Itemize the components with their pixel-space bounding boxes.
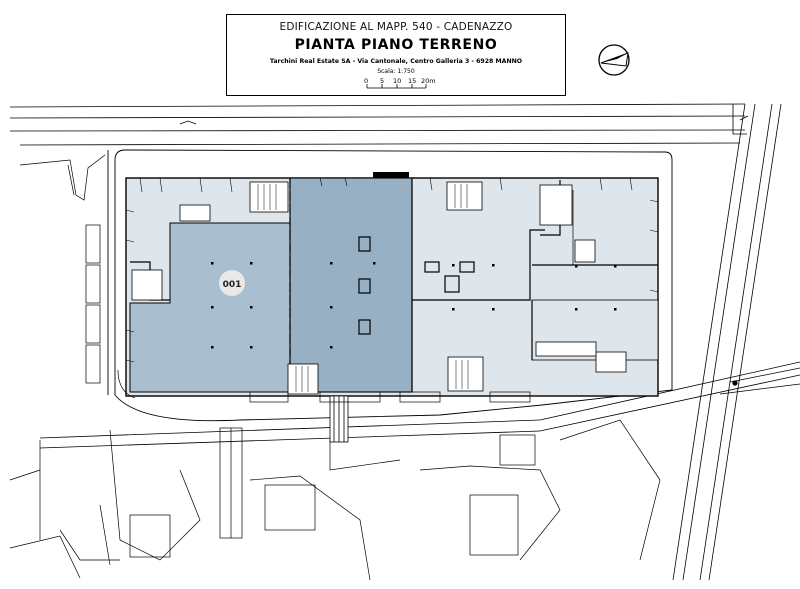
column-grid: [211, 262, 617, 349]
scale-tick-10: 10: [393, 77, 401, 85]
scale-tick-15: 15: [408, 77, 416, 85]
stair-treads: [257, 184, 469, 392]
roof-access: [373, 172, 409, 178]
building: [117, 172, 659, 443]
scale-bar: 0 5 10 15 20m: [364, 77, 436, 89]
scale-tick-5: 5: [380, 77, 384, 85]
site-boundary: [107, 149, 673, 422]
road-south: [39, 419, 541, 449]
road-east: [539, 103, 800, 581]
scale-tick-0: 0: [364, 77, 368, 85]
service-cores: [131, 181, 596, 395]
scale-text: Scala: 1:750: [377, 68, 415, 75]
north-arrow-icon: [598, 44, 630, 76]
owner-address: Tarchini Real Estate SA - Via Cantonale,…: [269, 58, 523, 65]
unit-label: 001: [223, 280, 242, 290]
facade-ticks: [125, 177, 659, 363]
south-entrances: [117, 369, 531, 403]
loading-dock: [329, 341, 627, 443]
light-wells: [358, 236, 475, 335]
project-line: EDIFICAZIONE AL MAPP. 540 - CADENAZZO: [279, 21, 513, 33]
parcels-west: [9, 154, 201, 579]
parcels-south: [219, 419, 661, 581]
road-north: [9, 103, 746, 146]
title-block: EDIFICAZIONE AL MAPP. 540 - CADENAZZO PI…: [226, 14, 566, 96]
scale-tick-20m: 20m: [421, 77, 436, 85]
drawing-title: PIANTA PIANO TERRENO: [294, 37, 498, 53]
unit-001-badge: 001: [219, 270, 245, 296]
